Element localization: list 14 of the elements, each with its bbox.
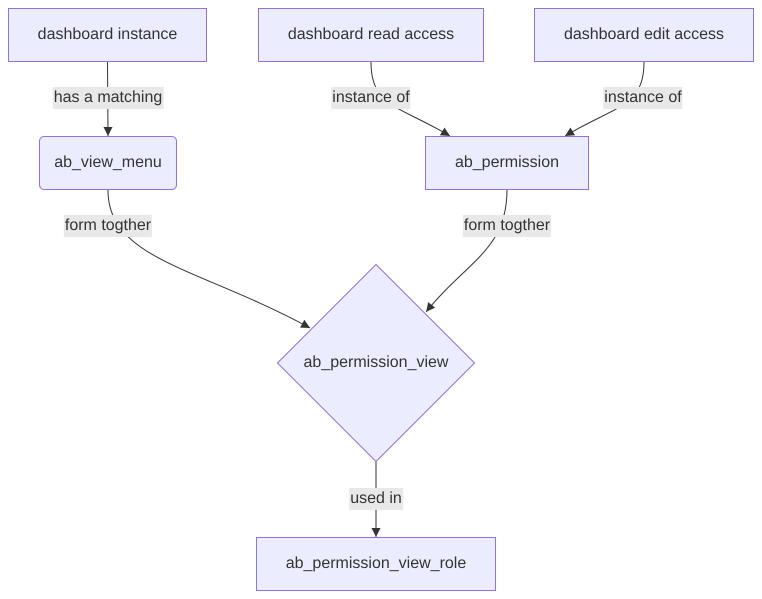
edge-label: instance of [603, 87, 683, 109]
edge-label: has a matching [52, 87, 164, 109]
process-box: dashboard read access [258, 8, 484, 62]
process-box: ab_permission [425, 136, 589, 190]
decision-diamond: ab_permission_view [277, 264, 475, 462]
edge-label: form togther [462, 215, 552, 237]
edge-label: used in [349, 488, 403, 510]
process-box: dashboard instance [8, 8, 207, 62]
edge-label: instance of [331, 87, 411, 109]
arrow [108, 190, 311, 328]
process-box: dashboard edit access [534, 8, 754, 62]
process-box: ab_permission_view_role [256, 537, 496, 591]
process-box: ab_view_menu [39, 136, 177, 190]
edge-label: form togther [64, 215, 152, 237]
